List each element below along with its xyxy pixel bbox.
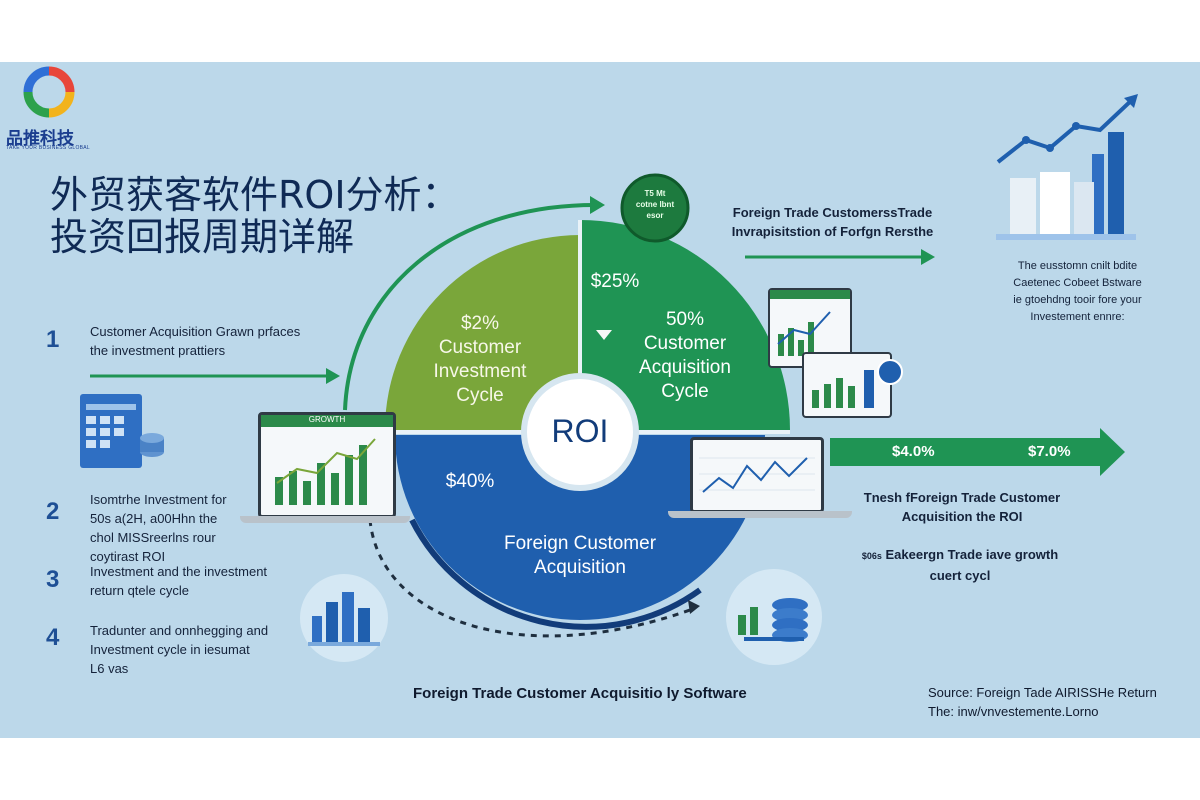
segment-investment-cycle: [385, 235, 580, 430]
item-3-line-2: return qtele cycle: [90, 583, 189, 598]
outer-arc-bottom: [409, 518, 702, 630]
right-mid-caption-line-1: Tnesh fForeign Trade Customer: [863, 490, 1061, 505]
brand-tagline: TAKE YOUR BUSINESS GLOBAL: [6, 145, 91, 151]
right-note-line-3: ie gtoehdng tooir fore your: [1013, 294, 1142, 306]
segment-investment-line-2: Investment: [433, 361, 527, 382]
item-2-text: Isomtrhe Investment for 50s a(2H, a00Hhn…: [90, 490, 227, 566]
segment-customer-line-1: Foreign Customer: [503, 533, 657, 554]
segment-acquisition-outer-value: $25%: [590, 271, 640, 292]
roi-center-circle: [521, 373, 639, 491]
item-2-line-4: coytirast ROI: [90, 549, 166, 564]
right-note-line-1: The eusstomn cnilt bdite: [1017, 260, 1138, 272]
right-note-line-4: Investement ennre:: [1030, 311, 1125, 323]
right-laptop-base: [668, 511, 852, 518]
item-2-line-1: Isomtrhe Investment for: [90, 492, 227, 507]
segment-acquisition-cycle: [580, 220, 790, 430]
skyline-chart-icon: [996, 94, 1138, 240]
segment-acquisition-label: 50% Customer Acquisition Cycle: [620, 308, 750, 404]
item-1-number: 1: [46, 326, 60, 353]
source-line-1: Source: Foreign Tade AIRISSHe Return: [928, 685, 1157, 700]
item-2-line-3: chol MISSreerlns rour: [90, 530, 216, 545]
top-curved-arrow: [343, 203, 596, 411]
source-note: Source: Foreign Tade AIRISSHe Return The…: [928, 683, 1157, 721]
right-note: The eusstomn cnilt bdite Caetenec Cobeet…: [985, 258, 1170, 326]
item-3-number: 3: [46, 566, 60, 593]
top-right-caption-line-2: Invrapisitstion of Forfgn Rersthe: [731, 224, 934, 239]
right-growth-line-2: cuert cycl: [929, 568, 991, 583]
segment-acquisition-value: 50%: [665, 309, 705, 330]
segment-investment-value: $2%: [460, 313, 500, 334]
document-report-icon: [80, 394, 164, 468]
top-badge-line-3: esor: [646, 211, 664, 220]
city-growth-icon: [300, 574, 388, 662]
segment-customer-label: Foreign Customer Acquisition: [480, 532, 680, 580]
top-badge-line-1: T5 Mt: [644, 189, 666, 198]
page-title: 外贸获客软件ROI分析： 投资回报周期详解: [50, 174, 460, 258]
item-4-line-3: L6 vas: [90, 661, 129, 676]
dashboard-1-chart: [777, 311, 831, 356]
roi-center-label: ROI: [551, 413, 609, 449]
right-laptop-chart: [699, 457, 815, 493]
segment-customer-acquisition: [395, 435, 765, 620]
item-4-text: Tradunter and onnhegging and Investment …: [90, 621, 268, 678]
item-1-text: Customer Acquisition Grawn prfaces the i…: [90, 322, 300, 360]
top-badge: T5 Mt cotne lbnt esor: [625, 188, 685, 221]
coins-growth-icon: [726, 569, 822, 665]
dashboard-screen-2: [802, 352, 892, 418]
segment-acquisition-line-1: Customer: [643, 333, 727, 354]
right-big-arrow: [830, 428, 1125, 476]
top-right-caption: Foreign Trade CustomerssTrade Invrapisit…: [715, 203, 950, 241]
item-2-number: 2: [46, 498, 60, 525]
dollar-badge-icon: [877, 359, 903, 385]
right-mid-caption: Tnesh fForeign Trade Customer Acquisitio…: [852, 488, 1072, 526]
segment-investment-line-1: Customer: [438, 337, 522, 358]
right-mid-caption-line-2: Acquisition the ROI: [901, 509, 1023, 524]
top-right-caption-line-1: Foreign Trade CustomerssTrade: [732, 205, 933, 220]
dashboard-2-chart: [812, 370, 874, 408]
right-note-line-2: Caetenec Cobeet Bstware: [1013, 277, 1142, 289]
item-4-number: 4: [46, 624, 60, 651]
item-4-line-2: Investment cycle in iesumat: [90, 642, 250, 657]
item-1-line-2: the investment prattiers: [90, 343, 226, 358]
item-2-line-2: 50s a(2H, a00Hhn the: [90, 511, 218, 526]
item-1-line-1: Customer Acquisition Grawn prfaces: [90, 324, 301, 339]
left-laptop: GROWTH: [258, 412, 396, 518]
brand-logo-icon: [23, 66, 75, 118]
left-laptop-base: [240, 516, 410, 523]
title-line-1: 外贸获客软件ROI分析：: [50, 173, 460, 217]
segment-investment-label: $2% Customer Investment Cycle: [415, 312, 545, 408]
right-growth-text: Eakeergn Trade iave growth: [885, 547, 1059, 562]
source-line-2: The: inw/vnvestemente.Lorno: [928, 704, 1099, 719]
right-laptop: [690, 437, 824, 513]
title-line-2: 投资回报周期详解: [50, 215, 355, 259]
item-4-line-1: Tradunter and onnhegging and: [90, 623, 269, 638]
arrow-value-1: $4.0%: [892, 443, 935, 460]
segment-customer-line-2: Acquisition: [534, 557, 626, 578]
bottom-dashed-arrow: [368, 519, 691, 638]
bottom-caption: Foreign Trade Customer Acquisitio ly Sof…: [413, 685, 747, 702]
right-growth-prefix: $06s: [861, 551, 882, 561]
brand-name: 品推科技: [6, 129, 74, 149]
right-growth-line-1: $06s Eakeergn Trade iave growth: [850, 545, 1070, 566]
segment-customer-value: $40%: [445, 471, 495, 492]
segment-acquisition-line-2: Acquisition: [639, 357, 731, 378]
top-badge-circle: [620, 173, 690, 243]
left-laptop-header: GROWTH: [261, 415, 393, 427]
item-3-text: Investment and the investment return qte…: [90, 562, 267, 600]
segment-investment-line-3: Cycle: [456, 385, 504, 406]
left-laptop-chart: [275, 438, 376, 505]
right-growth-note: $06s Eakeergn Trade iave growth cuert cy…: [850, 545, 1070, 585]
segment-acquisition-line-3: Cycle: [661, 381, 709, 402]
top-badge-line-2: cotne lbnt: [635, 200, 675, 209]
arrow-value-2: $7.0%: [1028, 443, 1071, 460]
item-3-line-1: Investment and the investment: [90, 564, 268, 579]
